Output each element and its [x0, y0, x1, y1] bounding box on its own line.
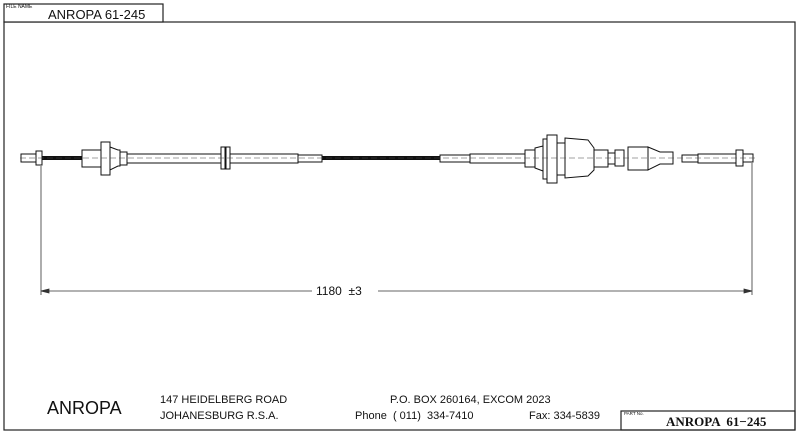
right-cone — [534, 145, 544, 172]
po-box: P.O. BOX 260164, EXCOM 2023 — [390, 394, 551, 406]
right-conduit — [469, 153, 526, 164]
boot-taper — [647, 146, 674, 171]
part-number-box — [620, 410, 796, 431]
left-sleeve — [297, 154, 323, 163]
left-conduit — [126, 153, 224, 164]
dimension-text: 1180 ±3 — [316, 284, 362, 298]
left-cone — [109, 146, 121, 171]
phone-label: Phone — [355, 410, 387, 422]
dimension-value: 1180 — [316, 284, 342, 298]
part-number-label: PART No. — [624, 411, 644, 416]
left-ferrule — [81, 149, 103, 168]
phone-value: ( 011) 334-7410 — [392, 410, 474, 422]
address-line1: 147 HEIDELBERG ROAD — [160, 394, 288, 406]
left-collar — [119, 151, 128, 166]
file-name-value: ANROPA 61-245 — [48, 7, 146, 22]
cable-assembly — [20, 134, 754, 184]
dimension-tolerance: ±3 — [348, 284, 362, 298]
company-name: ANROPA — [47, 398, 122, 418]
right-collar — [524, 149, 536, 168]
threaded-rod — [697, 153, 737, 164]
end-boot — [627, 146, 649, 171]
dimension-lines — [40, 163, 753, 295]
drawing-frame — [3, 21, 796, 431]
adjuster-nut — [593, 149, 609, 168]
right-flange-c — [556, 142, 566, 176]
file-name-label: FILE NAME — [6, 4, 33, 10]
right-sleeve — [439, 154, 471, 163]
file-name-box — [3, 3, 164, 23]
right-flange-b — [546, 134, 558, 184]
address-line2: JOHANESBURG R.S.A. — [160, 410, 279, 422]
left-conduit-2 — [229, 153, 299, 164]
part-number-value: ANROPA 61−245 — [666, 414, 767, 429]
left-flange — [100, 141, 111, 176]
phone: Phone ( 011) 334-7410 — [355, 410, 473, 422]
adjuster-stem — [607, 152, 616, 165]
right-rod — [681, 154, 699, 163]
right-flange-a — [542, 138, 548, 180]
fax: Fax: 334-5839 — [529, 410, 600, 422]
